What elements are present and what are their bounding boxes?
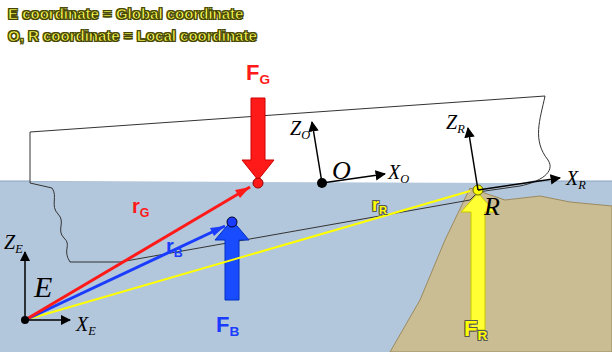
- vector-label: rG: [132, 196, 149, 216]
- origin-label: O: [332, 158, 351, 184]
- force-label: FB: [216, 314, 239, 336]
- position-vector: [25, 187, 250, 320]
- subscript: B: [174, 246, 183, 260]
- subscript: O: [301, 128, 310, 142]
- subscript: R: [457, 122, 465, 136]
- axis-label: XO: [388, 162, 409, 182]
- point: [253, 178, 263, 188]
- subscript: O: [400, 172, 409, 186]
- axis-label: XR: [566, 168, 586, 188]
- subscript: R: [379, 204, 387, 216]
- subscript: G: [259, 72, 270, 87]
- seabed: [390, 188, 612, 352]
- point: [227, 217, 237, 227]
- water: [0, 181, 612, 352]
- force-label: FG: [246, 62, 270, 84]
- title-note: E coordinate = Global coordinate: [8, 6, 243, 21]
- subscript: E: [15, 242, 23, 256]
- position-vector: [25, 191, 470, 320]
- force-label: FR: [464, 318, 487, 340]
- vector-label: rR: [372, 196, 387, 214]
- axis-label: ZR: [446, 112, 465, 132]
- subscript: E: [88, 324, 96, 338]
- vector-label: rB: [166, 236, 183, 256]
- origin-label: E: [34, 272, 52, 302]
- axis-label: ZO: [290, 118, 310, 138]
- axis-label: XE: [76, 314, 96, 334]
- title-note: O, R coordinate = Local coordinate: [8, 28, 257, 43]
- position-vector: [25, 226, 225, 320]
- gravity-force-arrow: [242, 98, 274, 180]
- origin-label: R: [484, 194, 500, 220]
- subscript: G: [140, 206, 150, 220]
- axis-label: ZE: [4, 232, 23, 252]
- subscript: B: [229, 324, 239, 339]
- subscript: R: [578, 178, 586, 192]
- subscript: R: [477, 328, 487, 343]
